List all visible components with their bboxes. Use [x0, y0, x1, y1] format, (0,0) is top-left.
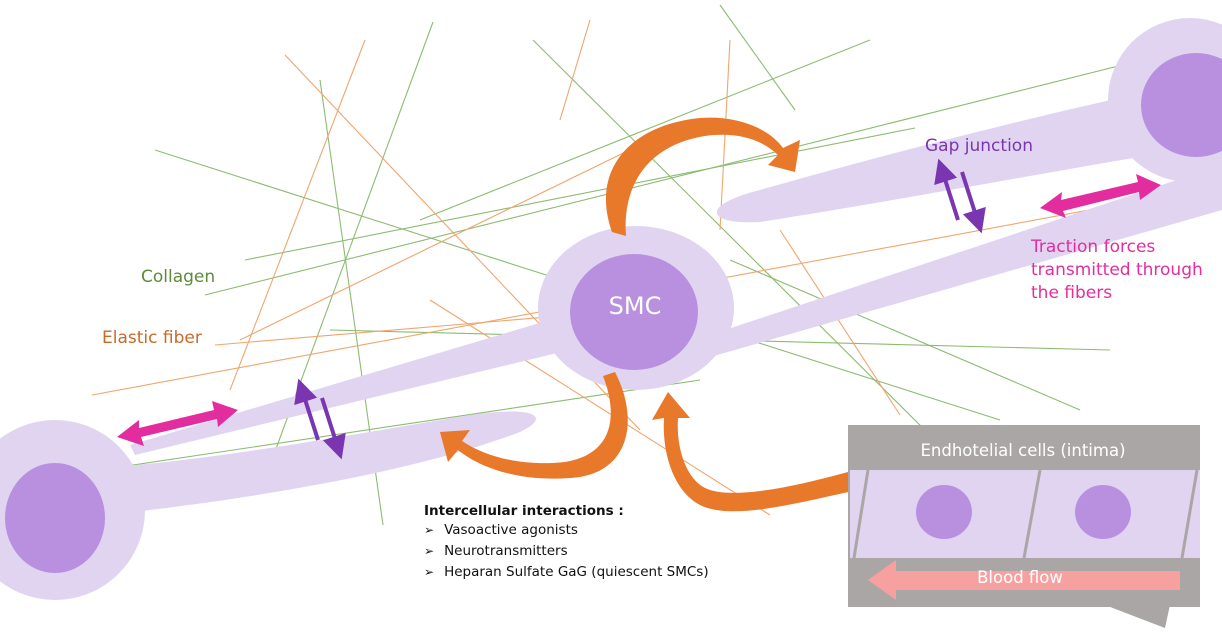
endothelial-nucleus — [916, 485, 972, 539]
smc-nucleus — [570, 254, 698, 370]
endothelial-layer — [850, 470, 1200, 558]
traction-forces-label: Traction forces transmitted through the … — [1031, 236, 1203, 305]
intercellular-interactions: Intercellular interactions : Vasoactive … — [424, 503, 709, 585]
bottom-curved-arrow — [440, 372, 628, 479]
collagen-label: Collagen — [141, 267, 216, 287]
intima-panel — [848, 425, 1200, 628]
traction-line: Traction forces — [1031, 237, 1156, 257]
smc-label: SMC — [608, 292, 662, 320]
endothelial-nucleus — [1075, 485, 1131, 539]
top-curved-arrow — [605, 117, 800, 236]
interactions-list: Vasoactive agonists Neurotransmitters He… — [424, 522, 709, 580]
blood-flow-label: Blood flow — [977, 568, 1063, 587]
list-item: Neurotransmitters — [424, 543, 709, 559]
smc-cells — [0, 18, 1222, 600]
traction-line: transmitted through — [1031, 259, 1203, 280]
traction-arrows — [117, 174, 1161, 446]
elastic-fiber-label: Elastic fiber — [102, 328, 202, 348]
left-traction-arrow — [117, 401, 238, 446]
interactions-title: Intercellular interactions : — [424, 503, 624, 519]
gap-junction-label: Gap junction — [925, 136, 1033, 156]
endothelial-label: Endhotelial cells (intima) — [920, 441, 1126, 460]
list-item: Heparan Sulfate GaG (quiescent SMCs) — [424, 564, 709, 580]
traction-line: the fibers — [1031, 282, 1113, 303]
gap-junction-arrows — [294, 158, 986, 460]
list-item: Vasoactive agonists — [424, 522, 709, 538]
collagen-fibers — [99, 4, 1222, 526]
right-traction-arrow — [1040, 174, 1161, 218]
intercellular-arrows — [440, 117, 848, 512]
nuclei — [5, 53, 1222, 573]
blood-flow-arrow — [868, 560, 1180, 600]
endothelial-signal-arrow — [652, 392, 848, 512]
